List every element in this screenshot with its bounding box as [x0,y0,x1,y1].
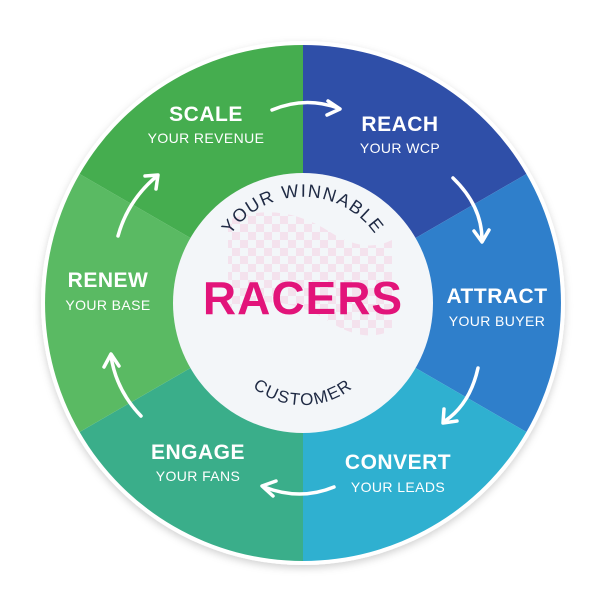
stage-renew-title: RENEW [68,269,149,292]
arrow-attract-to-convert-icon [441,366,480,425]
stage-engage-subtitle: YOUR FANS [156,468,241,484]
stage-engage-title: ENGAGE [151,441,245,464]
stage-attract: ATTRACT YOUR BUYER [446,285,547,329]
arrow-renew-to-scale-icon [116,173,160,238]
stage-reach-subtitle: YOUR WCP [360,140,440,156]
stage-convert: CONVERT YOUR LEADS [345,451,451,495]
stage-attract-subtitle: YOUR BUYER [449,313,546,329]
stage-attract-title: ATTRACT [446,285,547,308]
arrow-convert-to-engage-icon [260,479,336,498]
arrow-engage-to-renew-icon [102,352,143,418]
stage-scale-subtitle: YOUR REVENUE [148,130,265,146]
stage-scale-title: SCALE [169,103,243,126]
stage-renew: RENEW YOUR BASE [65,269,150,313]
stage-renew-subtitle: YOUR BASE [65,297,150,313]
stage-reach: REACH YOUR WCP [360,113,440,156]
stage-scale: SCALE YOUR REVENUE [148,103,265,146]
stage-reach-title: REACH [361,113,438,136]
arrow-scale-to-reach-icon [270,99,342,117]
center-main-text: RACERS [203,272,403,324]
stage-convert-subtitle: YOUR LEADS [351,479,445,495]
stage-engage: ENGAGE YOUR FANS [151,441,245,484]
stage-convert-title: CONVERT [345,451,451,474]
arrow-reach-to-attract-icon [451,176,491,244]
checkered-flag-watermark [228,212,392,336]
